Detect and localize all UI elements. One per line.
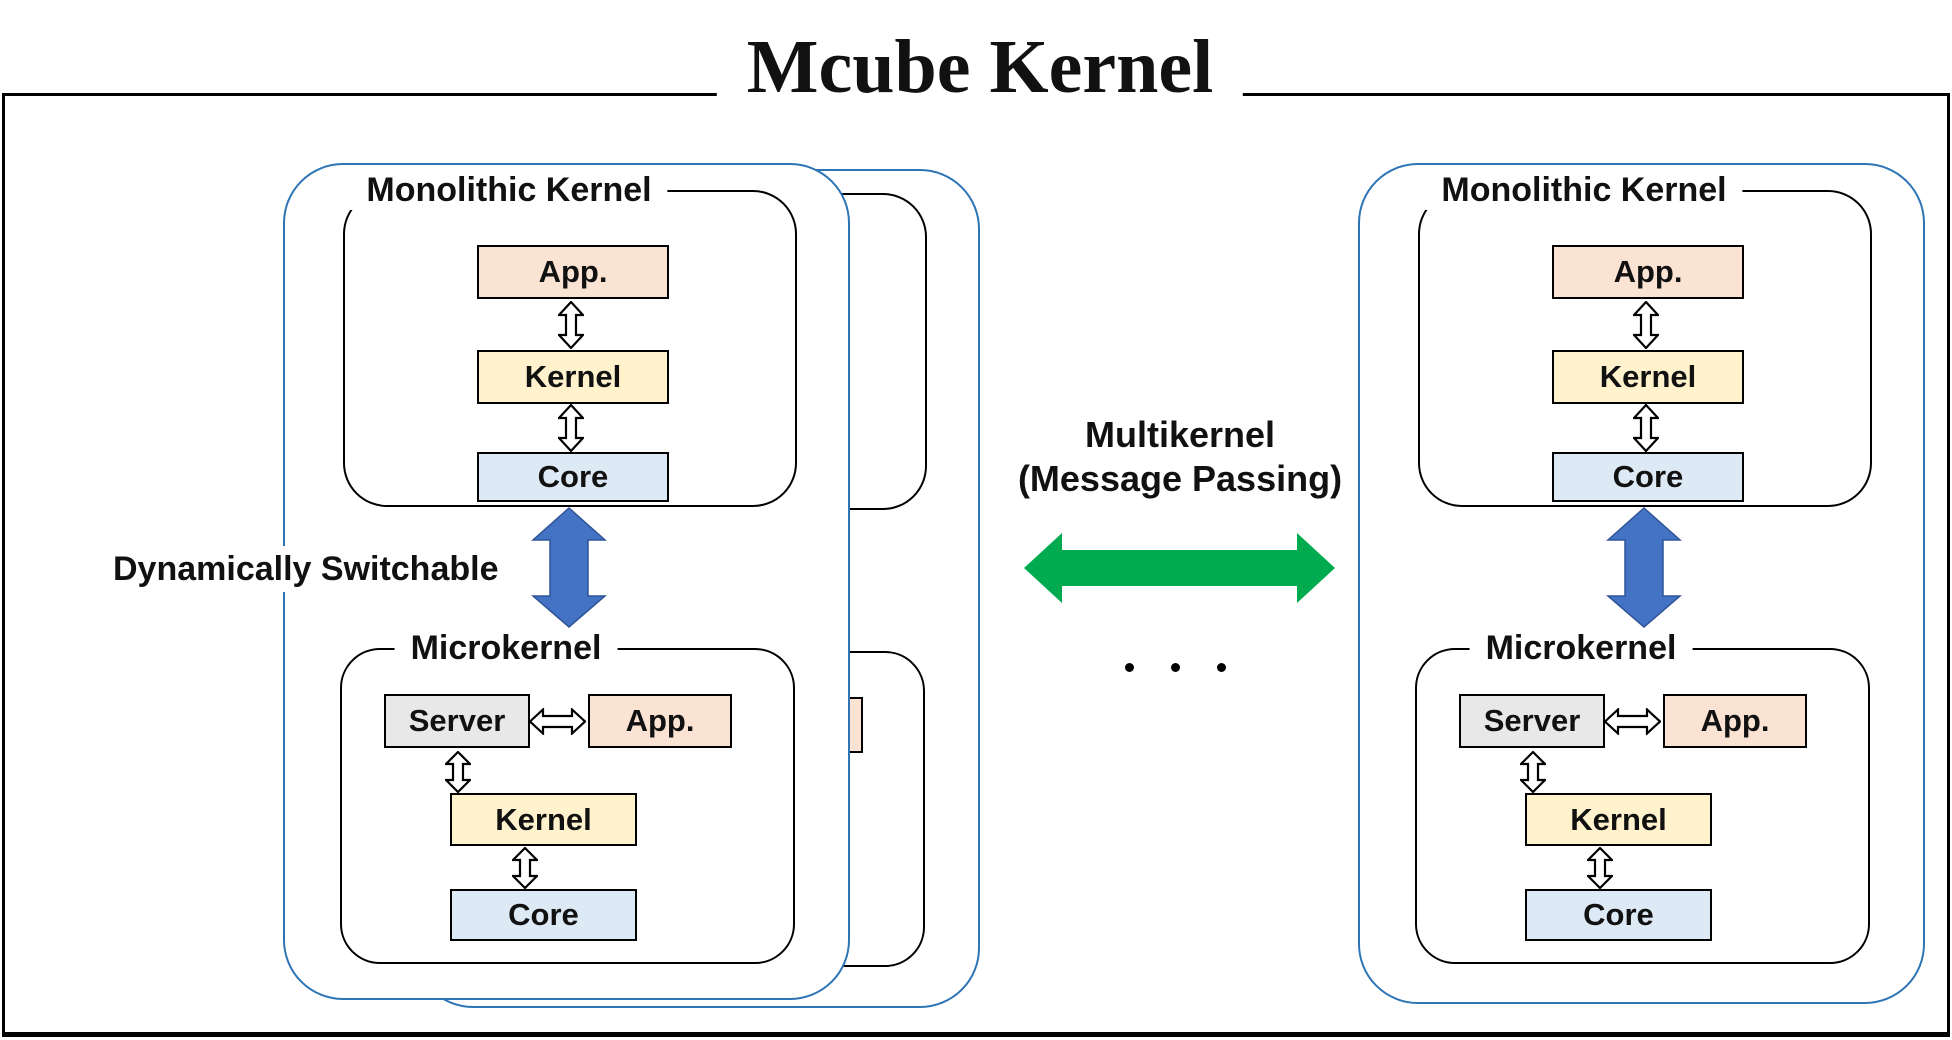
app-box: App. xyxy=(1663,694,1807,748)
message-passing-label: (Message Passing) xyxy=(1017,458,1343,499)
message-passing-arrow-icon xyxy=(1024,533,1335,603)
core-box: Core xyxy=(1525,889,1712,941)
core-box: Core xyxy=(477,452,669,502)
app-box: App. xyxy=(477,245,669,299)
up-down-arrow-icon xyxy=(558,301,584,349)
server-box: Server xyxy=(1459,694,1605,748)
app-box: App. xyxy=(1552,245,1744,299)
up-down-arrow-icon xyxy=(1633,301,1659,349)
kernel-box: Kernel xyxy=(450,793,637,846)
dot xyxy=(1217,663,1226,672)
core-box: Core xyxy=(1552,452,1744,502)
kernel-box: Kernel xyxy=(1552,350,1744,404)
up-down-arrow-icon xyxy=(558,404,584,452)
dynamically-switchable-label: Dynamically Switchable xyxy=(113,546,499,592)
dot xyxy=(1125,663,1134,672)
core-box: Core xyxy=(450,889,637,941)
up-down-arrow-icon xyxy=(1520,751,1546,793)
dot xyxy=(1171,663,1180,672)
up-down-arrow-icon xyxy=(512,847,538,889)
up-down-arrow-icon xyxy=(445,751,471,793)
left-right-arrow-icon xyxy=(529,708,586,735)
up-down-arrow-icon xyxy=(1587,847,1613,889)
switch-arrow-icon xyxy=(1606,506,1682,628)
microkernel-label-left: Microkernel xyxy=(394,628,618,668)
monolithic-label-left: Monolithic Kernel xyxy=(350,170,668,210)
monolithic-label-right: Monolithic Kernel xyxy=(1425,170,1743,210)
kernel-box: Kernel xyxy=(477,350,669,404)
ellipsis-dots-icon xyxy=(1125,663,1226,672)
switch-arrow-icon xyxy=(531,506,607,628)
kernel-box: Kernel xyxy=(1525,793,1712,846)
left-right-arrow-icon xyxy=(1604,708,1661,735)
up-down-arrow-icon xyxy=(1633,404,1659,452)
app-box: App. xyxy=(588,694,732,748)
multikernel-label: Multikernel xyxy=(1084,414,1276,455)
server-box: Server xyxy=(384,694,530,748)
microkernel-label-right: Microkernel xyxy=(1469,628,1693,668)
page-title: Mcube Kernel xyxy=(716,24,1244,110)
